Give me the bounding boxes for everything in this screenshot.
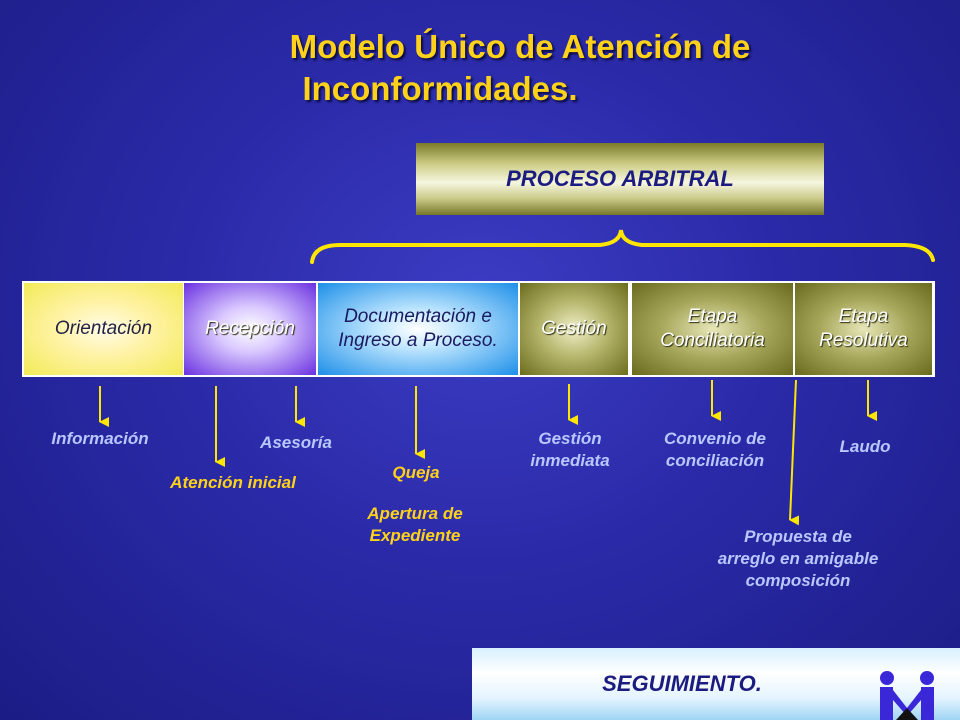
page-title-line-1: Modelo Único de Atención de [289,28,751,65]
stage-orientacion: Orientación [24,283,183,375]
output-propuesta: Propuesta de arreglo en amigable composi… [717,527,879,590]
arrow-propuesta [789,379,800,526]
output-convenio: Convenio de conciliación [663,429,766,470]
stage-documentacion: Documentación e Ingreso a Proceso. [318,283,518,375]
stage-recepcion: Recepción [184,283,316,375]
seguimiento-label: SEGUIMIENTO. [602,671,762,696]
seguimiento-box: SEGUIMIENTO. [472,648,960,720]
stage-gestion: Gestión [520,283,628,375]
stage-row: Orientación Recepción Documentación e In… [22,281,935,377]
stage-gestion-label: Gestión [541,318,607,339]
logo-icon [880,671,934,720]
output-atencion-inicial: Atención inicial [170,473,296,492]
process-arbitral-box: PROCESO ARBITRAL [416,143,824,215]
process-arbitral-label: PROCESO ARBITRAL [506,166,734,191]
output-apertura: Apertura de Expediente [367,504,463,545]
stage-resolutiva: Etapa Resolutiva [795,283,932,375]
output-informacion: Información [51,429,149,448]
process-brace [310,229,935,264]
stage-conciliatoria: Etapa Conciliatoria [632,283,793,375]
output-asesoria: Asesoría [260,433,332,452]
output-queja: Queja [392,463,440,482]
output-gestion-inmediata: Gestión inmediata [530,429,610,470]
stage-orientacion-label: Orientación [54,318,153,339]
output-laudo: Laudo [839,437,891,456]
stage-conciliatoria-label: Etapa Conciliatoria [660,306,765,351]
stage-documentacion-label: Documentación e Ingreso a Proceso. [338,306,498,351]
page-title-line-2: Inconformidades. [302,70,578,107]
stage-recepcion-label: Recepción [205,318,295,339]
stage-resolutiva-label: Etapa Resolutiva [819,306,908,351]
